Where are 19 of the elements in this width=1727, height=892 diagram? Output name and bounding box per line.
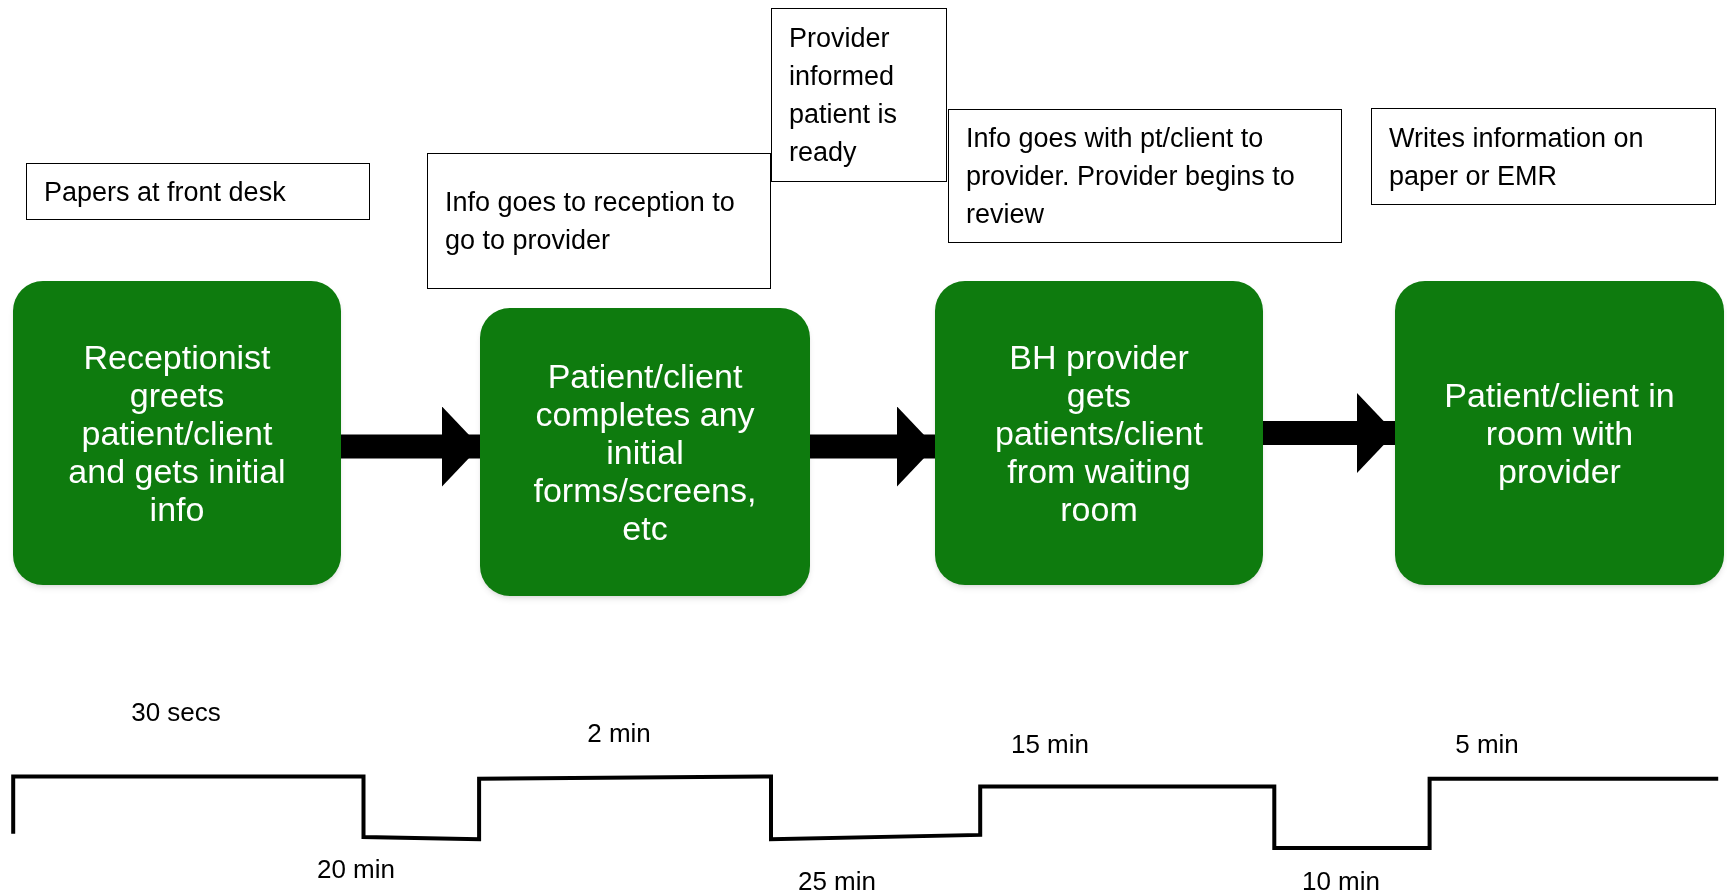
block-arrow [341,406,480,487]
duration-label: 10 min [1302,865,1380,892]
note-box: Info goes with pt/client to provider. Provider begins to review [948,109,1342,243]
process-box: BH provider gets patients/client from waiting room [935,281,1263,585]
duration-label: 20 min [317,853,395,886]
process-box: Patient/client in room with provider [1395,281,1724,585]
duration-label: 15 min [1011,728,1089,761]
duration-label: 2 min [587,717,651,750]
process-box: Patient/client completes any initial forms/screens, etc [480,308,810,596]
duration-label: 25 min [798,865,876,892]
duration-label: 5 min [1455,728,1519,761]
duration-label: 30 secs [131,696,221,729]
note-box: Info goes to reception to go to provider [427,153,771,289]
note-box: Provider informed patient is ready [771,8,947,182]
process-box: Receptionist greets patient/client and gets initial info [13,281,341,585]
block-arrow [1263,393,1395,473]
block-arrow [810,406,935,487]
note-box: Writes information on paper or EMR [1371,108,1716,205]
note-box: Papers at front desk [26,163,370,220]
